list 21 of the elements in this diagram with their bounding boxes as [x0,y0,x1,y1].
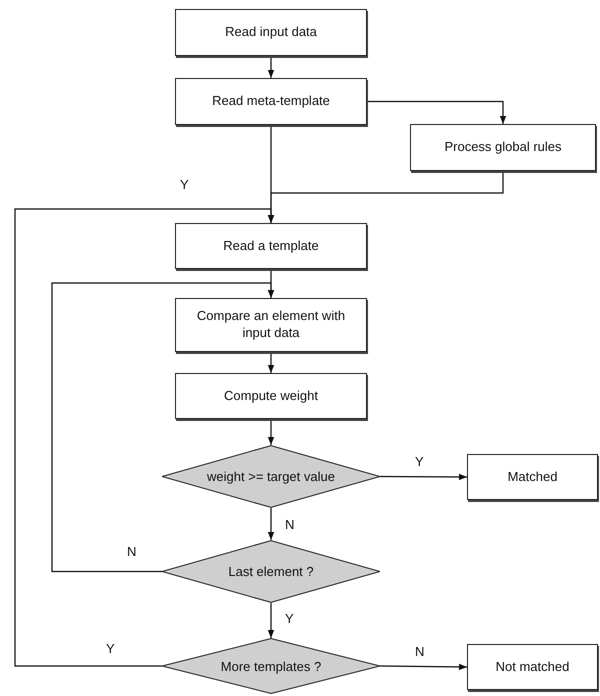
connector-arrow [367,100,506,124]
process-box: Read meta-template [175,78,367,125]
connector-arrow [380,664,467,670]
process-box: Compute weight [175,373,367,419]
process-box: Compare an element with input data [175,298,367,352]
connector-arrow [268,603,274,638]
process-box: Process global rules [410,124,596,171]
decision-diamond: Last element ? [162,540,380,603]
decision-diamond: More templates ? [162,638,380,694]
connector-arrow [268,56,274,78]
connector-arrow [268,352,274,373]
connector-arrow [380,474,467,480]
connector-arrow [14,208,274,667]
process-box: Not matched [467,644,598,690]
process-box: Read input data [175,9,367,56]
process-box: Matched [467,454,598,500]
connector-arrow [268,508,274,540]
connector-arrow [268,419,274,445]
connector-arrow [51,282,274,572]
decision-diamond: weight >= target value [162,445,380,508]
process-box: Read a template [175,223,367,269]
